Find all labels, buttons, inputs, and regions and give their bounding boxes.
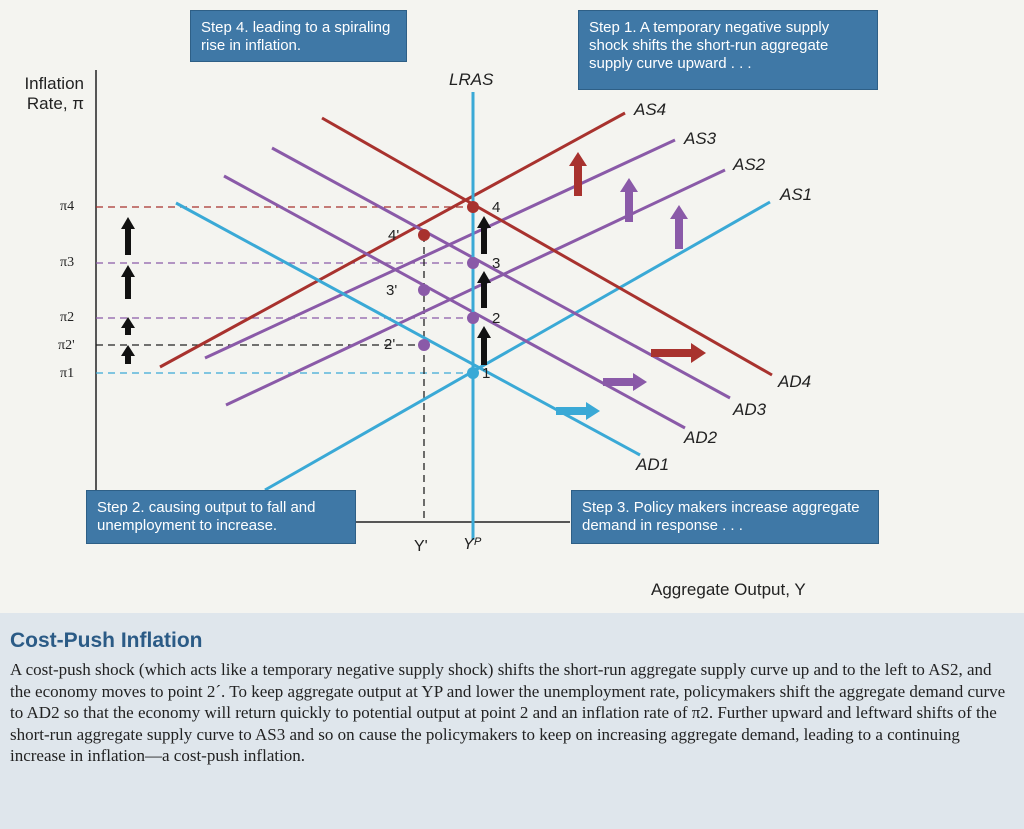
as-shift-arrow-icon [620,178,638,222]
as2-label: AS2 [733,155,766,174]
lras-label: LRAS [449,70,494,89]
as3-label: AS3 [684,129,717,148]
point-1 [467,367,479,379]
step-2-box: Step 2. causing output to fall and unemp… [86,490,356,544]
as-shift-arrow-icon [569,152,587,196]
up-arrow-icon [121,317,135,335]
ad-shift-arrow-icon [556,402,600,420]
point-4-prime [418,229,430,241]
as4-label: AS4 [634,100,667,119]
point-2-prime-label: 2' [384,336,396,353]
pi2prime-tick: π2' [58,338,75,353]
step-3-box: Step 3. Policy makers increase aggregate… [571,490,879,544]
up-arrow-icon [477,271,491,308]
figure-caption: Cost-Push Inflation A cost-push shock (w… [0,613,1024,829]
ad1-label: AD1 [636,455,670,474]
point-3-label: 3 [492,255,501,272]
point-2-label: 2 [492,310,501,327]
ad-shift-arrow-icon [651,343,706,363]
caption-body: A cost-push shock (which acts like a tem… [10,660,1006,765]
up-arrow-icon [477,216,491,254]
y-prime-tick: Y' [414,538,428,555]
yp-tick: Yᴾ [463,536,481,553]
as1-label: AS1 [780,185,813,204]
point-2 [467,312,479,324]
x-axis-label: Aggregate Output, Y [651,580,806,599]
as3-curve [204,138,676,360]
ad2-label: AD2 [684,428,718,447]
as4-curve [159,111,626,369]
up-arrow-icon [121,345,135,364]
point-3-prime [418,284,430,296]
ad4-curve [321,116,773,377]
pi2-tick: π2 [60,310,75,325]
point-2-prime [418,339,430,351]
y-axis-label-line1: Inflation [24,74,84,93]
up-arrow-icon [121,265,135,299]
up-arrow-icon [121,217,135,255]
pi3-tick: π3 [60,255,75,270]
point-3 [467,257,479,269]
y-axis-label-line2: Rate, π [26,94,84,113]
caption-title: Cost-Push Inflation [10,629,203,652]
step-4-box: Step 4. leading to a spiraling rise in i… [190,10,407,62]
y-axis-label: Inflation Rate, π [14,74,84,114]
as-shift-arrow-icon [670,205,688,249]
ad-shift-arrow-icon [603,373,647,391]
as2-curve [225,168,726,407]
up-arrow-icon [477,326,491,365]
point-3-prime-label: 3' [386,282,398,299]
pi1-tick: π1 [60,366,75,381]
point-4-label: 4 [492,199,501,216]
ad4-label: AD4 [778,372,812,391]
pi4-tick: π4 [60,199,75,214]
as1-curve [264,200,771,492]
point-1-label: 1 [482,365,491,382]
point-4 [467,201,479,213]
ad3-label: AD3 [733,400,767,419]
step-1-box: Step 1. A temporary negative supply shoc… [578,10,878,90]
point-4-prime-label: 4' [388,227,400,244]
